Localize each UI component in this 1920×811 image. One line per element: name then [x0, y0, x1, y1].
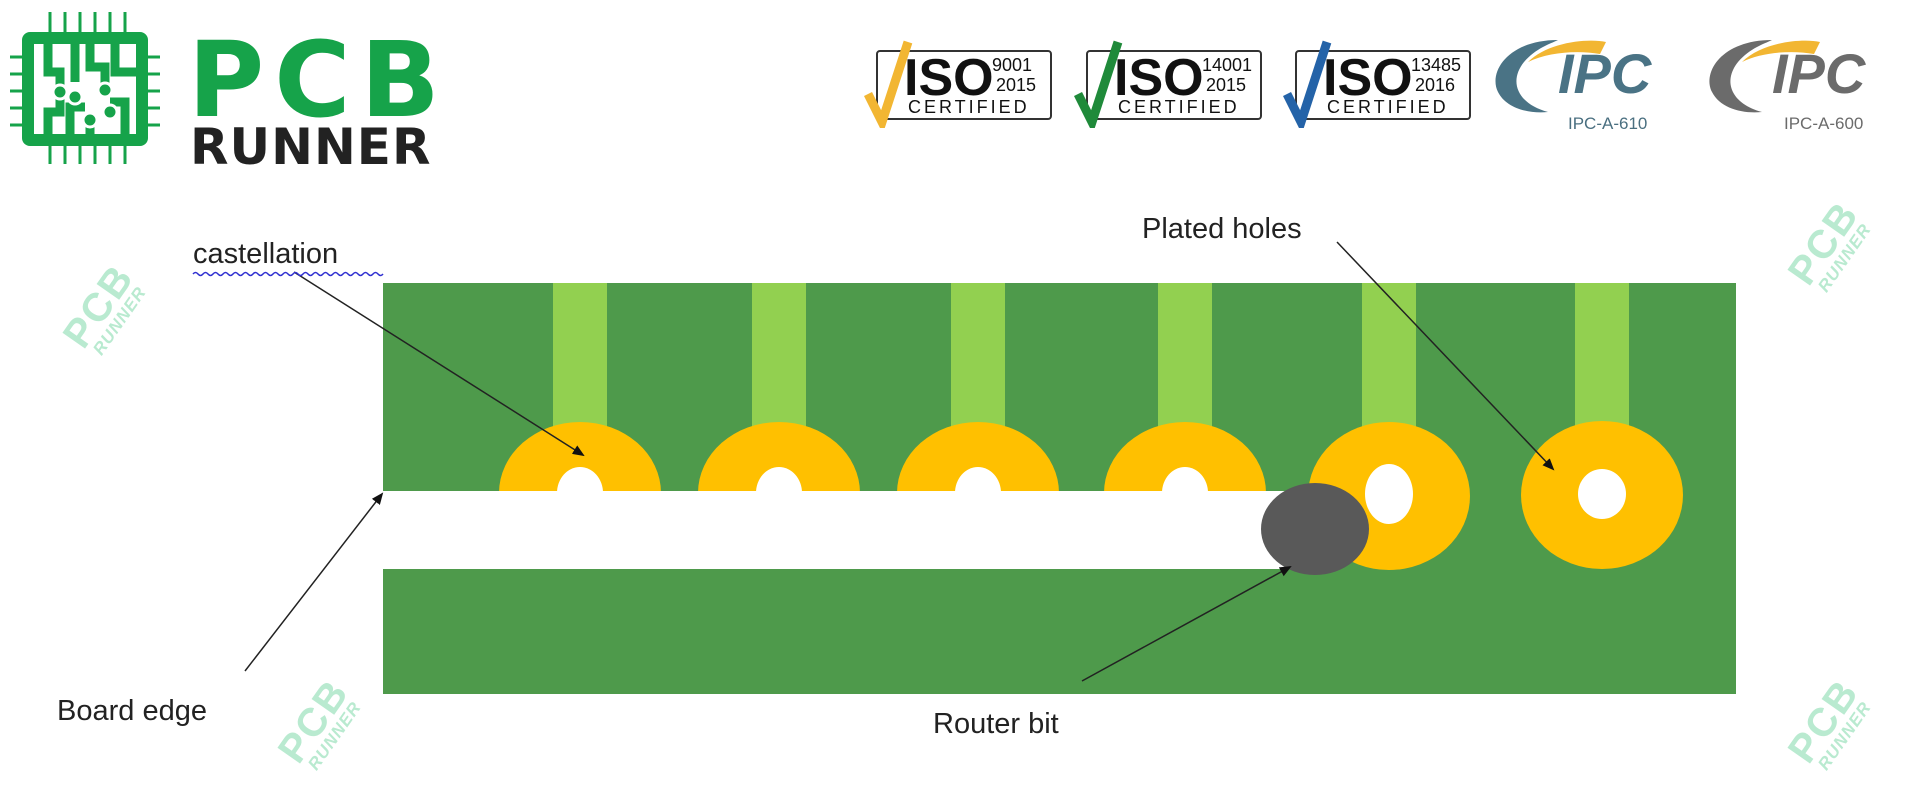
ipc-swoosh-icon — [1495, 40, 1606, 113]
ipc-label: IPC — [1772, 42, 1866, 105]
trace — [752, 283, 806, 433]
trace — [1362, 283, 1416, 433]
logo-text-pcb: PCB — [188, 19, 450, 141]
ipc-600-logo: IPC — [1702, 32, 1912, 114]
plated-holes-arrow — [1336, 241, 1555, 471]
chip-logo-icon — [10, 12, 160, 164]
checkmark-icon — [864, 40, 913, 128]
ipc-610-logo: IPC — [1488, 32, 1698, 114]
iso-year: 2015 — [996, 75, 1037, 95]
logo-text-runner: RUNNER — [190, 118, 432, 176]
ipc-swoosh-icon — [1709, 40, 1820, 113]
ipc-610-caption: IPC-A-610 — [1568, 114, 1648, 133]
spellcheck-underline — [192, 271, 384, 277]
iso-label: ISO — [1114, 49, 1204, 107]
iso-year: 2016 — [1415, 75, 1456, 95]
iso-year: 2015 — [1206, 75, 1247, 95]
plated-hole — [1365, 464, 1413, 524]
plated-holes-label: Plated holes — [1142, 213, 1302, 245]
ipc-label: IPC — [1558, 42, 1652, 105]
arrows — [244, 241, 1555, 682]
router-bit-label: Router bit — [933, 708, 1059, 740]
trace — [951, 283, 1005, 433]
iso-label: ISO — [1323, 49, 1413, 107]
iso-caption: CERTIFIED — [908, 97, 1030, 117]
router-bit-arrow — [1081, 566, 1292, 682]
iso-13485-badge: ISO 13485 2016 CERTIFIED — [1283, 40, 1471, 128]
iso-label: ISO — [904, 49, 994, 107]
board-edge-arrow — [244, 492, 384, 672]
castellation-label: castellation — [193, 238, 339, 270]
ipc-600-caption: IPC-A-600 — [1784, 114, 1864, 133]
board-edge-label: Board edge — [57, 695, 207, 727]
iso-caption: CERTIFIED — [1327, 97, 1449, 117]
iso-caption: CERTIFIED — [1118, 97, 1240, 117]
checkmark-icon — [1283, 40, 1332, 128]
trace — [1575, 283, 1629, 433]
iso-standard: 9001 — [992, 55, 1033, 75]
iso-standard: 14001 — [1202, 55, 1253, 75]
trace — [1158, 283, 1212, 433]
checkmark-icon — [1074, 40, 1123, 128]
iso-9001-badge: ISO 9001 2015 CERTIFIED — [864, 40, 1052, 128]
traces — [553, 283, 1629, 433]
routed-slot — [383, 491, 1316, 569]
castellation-arrow — [293, 271, 585, 457]
router-bit — [1261, 483, 1369, 575]
iso-standard: 13485 — [1411, 55, 1462, 75]
iso-14001-badge: ISO 14001 2015 CERTIFIED — [1074, 40, 1262, 128]
plated-hole — [1578, 469, 1626, 519]
trace — [553, 283, 607, 433]
